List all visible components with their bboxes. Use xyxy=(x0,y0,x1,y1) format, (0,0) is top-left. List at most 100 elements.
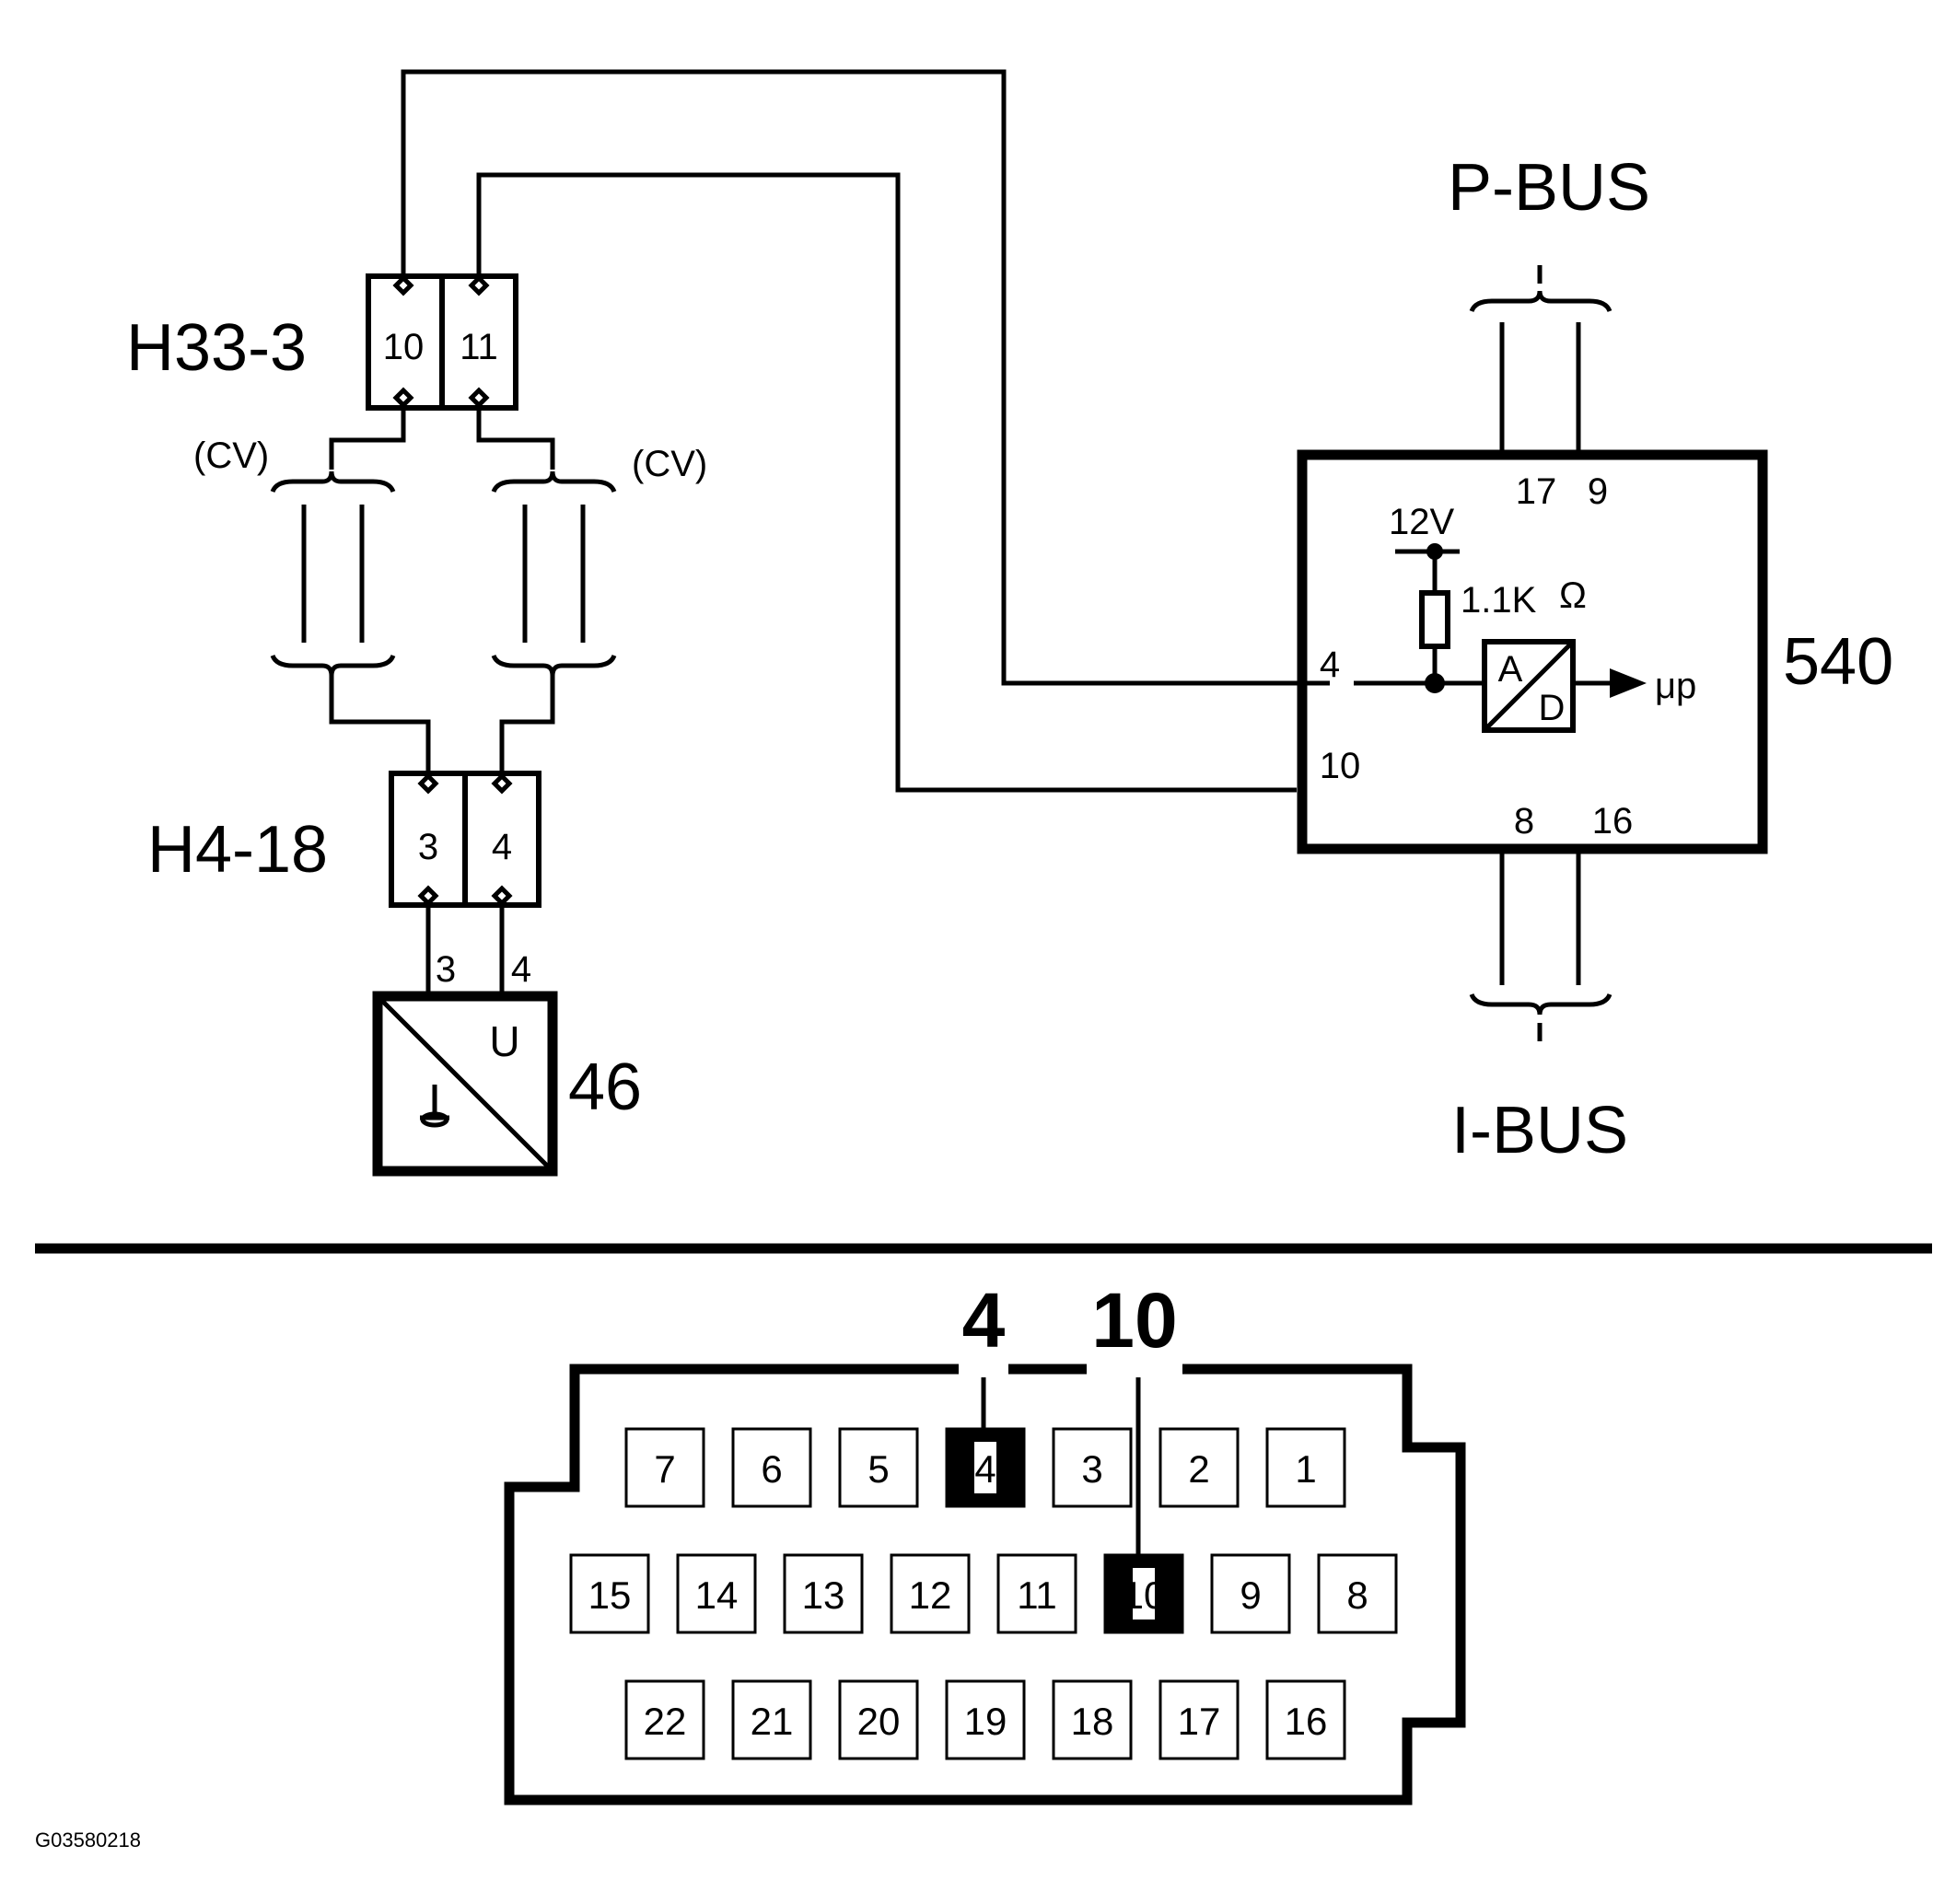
plug-pin-box xyxy=(731,1679,812,1760)
plug-pin-17: 17 xyxy=(1158,1679,1240,1760)
cv-shield-left xyxy=(270,470,396,677)
plug-pin-11: 11 xyxy=(996,1553,1077,1634)
adc-d-label: D xyxy=(1539,688,1566,728)
wire-cv-left-to-h4-3 xyxy=(329,674,431,776)
ecu-pin-10: 10 xyxy=(1320,746,1361,786)
plug-pin-box xyxy=(569,1553,650,1634)
i-bus-lines xyxy=(1469,849,1613,1041)
plug-pin-box xyxy=(1158,1679,1240,1760)
plug-pin-6: 6 xyxy=(731,1427,812,1508)
plug-outline xyxy=(504,1364,1466,1805)
sensor-46: U xyxy=(372,991,558,1177)
plug-pin-label: 16 xyxy=(1285,1700,1328,1743)
plug-pin-label: 18 xyxy=(1071,1700,1114,1743)
connector-label-h4-18: H4-18 xyxy=(147,813,328,887)
plug-pin-label: 21 xyxy=(751,1700,794,1743)
plug-pin-20: 20 xyxy=(838,1679,919,1760)
figure-id: G03580218 xyxy=(35,1829,141,1852)
plug-pin-label: 10 xyxy=(1123,1573,1166,1617)
sensor-pin-4: 4 xyxy=(511,949,531,990)
h4-pin-3: 3 xyxy=(418,827,438,867)
p-bus-lines xyxy=(1469,265,1613,455)
adc-a-label: A xyxy=(1498,649,1523,690)
plug-pin-label: 2 xyxy=(1188,1447,1209,1491)
plug-pin-label: 8 xyxy=(1346,1573,1368,1617)
plug-pin-label: 9 xyxy=(1240,1573,1261,1617)
plug-pin-13: 13 xyxy=(783,1553,864,1634)
plug-pin-label: 17 xyxy=(1178,1700,1221,1743)
p-bus-label: P-BUS xyxy=(1448,151,1650,225)
ecu-resistor-label: 1.1K xyxy=(1461,580,1537,621)
i-bus-label: I-BUS xyxy=(1451,1094,1628,1167)
plug-pin-box xyxy=(1265,1427,1346,1508)
plug-pin-label: 5 xyxy=(867,1447,889,1491)
plug-pin-box xyxy=(1210,1553,1291,1634)
junction-dot-top xyxy=(1426,543,1443,560)
cv-label-right: (CV) xyxy=(632,444,707,484)
ecu-pin-16: 16 xyxy=(1592,801,1634,842)
plug-pin-box xyxy=(624,1679,705,1760)
plug-pin-8: 8 xyxy=(1317,1553,1398,1634)
plug-pin-label: 3 xyxy=(1081,1447,1102,1491)
h33-pin-11: 11 xyxy=(460,327,498,367)
plug-pin-2: 2 xyxy=(1158,1427,1240,1508)
plug-pin-4: 4 xyxy=(945,1427,1026,1508)
plug-pin-box xyxy=(1052,1427,1133,1508)
h4-pin-4: 4 xyxy=(492,827,512,867)
junction-dot-bottom xyxy=(1425,673,1445,693)
plug-pin-label: 20 xyxy=(857,1700,901,1743)
ecu-supply-label: 12V xyxy=(1389,502,1454,542)
h33-pin-10: 10 xyxy=(383,327,425,367)
connector-h4-18: 3 4 xyxy=(389,771,541,908)
plug-pin-5: 5 xyxy=(838,1427,919,1508)
cv-label-left: (CV) xyxy=(193,435,269,476)
plug-pin-box xyxy=(890,1553,971,1634)
plug-callout-4: 4 xyxy=(962,1277,1006,1364)
plug-pin-box xyxy=(996,1553,1077,1634)
plug-pin-19: 19 xyxy=(945,1679,1026,1760)
plug-pin-highlight-window xyxy=(974,1442,996,1493)
wire-cv-right-to-h4-4 xyxy=(499,674,555,776)
plug-pin-7: 7 xyxy=(624,1427,705,1508)
plug-pin-label: 6 xyxy=(761,1447,782,1491)
plug-pin-22: 22 xyxy=(624,1679,705,1760)
sensor-u-label: U xyxy=(489,1017,519,1065)
connector-h33-3: 10 11 xyxy=(366,273,518,411)
plug-pin-box xyxy=(1052,1679,1133,1760)
ecu-pin-4: 4 xyxy=(1320,644,1340,685)
sensor-number: 46 xyxy=(568,1051,642,1124)
cv-shield-right xyxy=(491,470,617,677)
plug-pin-12: 12 xyxy=(890,1553,971,1634)
plug-pin-box xyxy=(945,1679,1026,1760)
plug-pin-9: 9 xyxy=(1210,1553,1291,1634)
wire-h33-11-to-cv-right xyxy=(476,402,555,470)
plug-pin-label: 7 xyxy=(654,1447,675,1491)
plug-pin-label: 1 xyxy=(1295,1447,1316,1491)
plug-pin-label: 11 xyxy=(1017,1573,1057,1617)
adc-converter-icon: A D xyxy=(1482,639,1576,733)
output-arrow-icon xyxy=(1610,668,1647,698)
plug-pin-3: 3 xyxy=(1052,1427,1133,1508)
ground-icon xyxy=(420,1085,449,1128)
ecu-pin-9: 9 xyxy=(1588,471,1608,512)
plug-pin-label: 15 xyxy=(588,1573,632,1617)
plug-pin-label: 13 xyxy=(802,1573,845,1617)
ecu-pin-17: 17 xyxy=(1516,471,1557,512)
plug-pin-14: 14 xyxy=(676,1553,757,1634)
wire-h33-10-to-ecu-4 xyxy=(401,69,1330,686)
plug-pin-box xyxy=(783,1553,864,1634)
plug-pin-label: 19 xyxy=(964,1700,1007,1743)
plug-pin-21: 21 xyxy=(731,1679,812,1760)
ecu-540: A D μp 12V 1.1K Ω 4 10 17 9 8 16 xyxy=(1297,449,1768,854)
wire-h33-11-to-ecu-10 xyxy=(476,172,1297,793)
plug-pin-label: 4 xyxy=(974,1447,995,1491)
plug-pin-highlight-window xyxy=(1133,1568,1155,1620)
plug-pin-label: 22 xyxy=(644,1700,687,1743)
plug-pin-label: 14 xyxy=(695,1573,739,1617)
sensor-pin-3: 3 xyxy=(436,949,456,990)
plug-pin-1: 1 xyxy=(1265,1427,1346,1508)
plug-pin-box xyxy=(731,1427,812,1508)
plug-pin-box xyxy=(624,1427,705,1508)
